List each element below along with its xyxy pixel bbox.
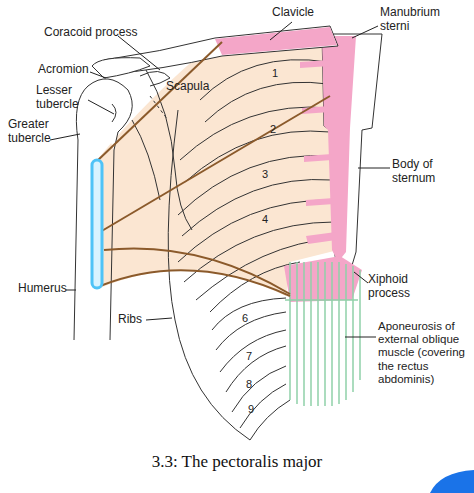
fibre: [359, 270, 361, 380]
leader-line: [146, 318, 172, 320]
humerus-shaft: [74, 140, 78, 340]
leader-line: [345, 337, 376, 338]
leader-line: [88, 100, 114, 114]
rib-number: 1: [272, 67, 286, 80]
coracoid-process: [140, 71, 170, 86]
rib: [220, 330, 286, 372]
part-name: Greater tubercle: [8, 118, 63, 146]
corner-mark: [430, 470, 474, 493]
rib: [250, 400, 290, 440]
part-name: Lesser tubercle: [36, 84, 91, 112]
aponeurosis-fibres: [285, 262, 360, 406]
leader-line: [358, 168, 390, 169]
rib: [182, 179, 332, 236]
rib-number: 3: [262, 168, 276, 181]
aponeurosis-origin: [284, 256, 362, 302]
humerus: [74, 79, 132, 340]
rib: [205, 82, 328, 122]
rib-cage-edge: [168, 110, 250, 440]
fibre: [285, 299, 358, 301]
insertion-mark: [92, 160, 102, 288]
scapula-outline: [132, 120, 160, 200]
part-name: Coracoid process: [44, 26, 164, 40]
ribs: [168, 60, 336, 440]
fibre: [331, 262, 333, 406]
part-name: Humerus: [18, 282, 88, 296]
fibre: [338, 262, 340, 404]
part-name: Clavicle: [272, 6, 352, 20]
muscle-border: [96, 42, 222, 162]
fibre: [310, 262, 312, 406]
rib: [180, 107, 330, 160]
leader-line: [50, 134, 80, 140]
fibre: [289, 262, 291, 400]
leader-line: [270, 22, 292, 40]
scapula-outline: [146, 70, 192, 230]
leader-line: [354, 272, 368, 283]
leader-line: [118, 36, 160, 70]
rib: [216, 312, 286, 350]
rib: [178, 200, 334, 262]
muscle-border: [100, 270, 290, 296]
pectoralis-muscle: [97, 36, 338, 296]
costal-origin: [300, 60, 336, 244]
rib-number: 9: [248, 403, 262, 416]
leader-line: [90, 72, 106, 78]
muscle-border: [100, 96, 330, 232]
rib: [178, 155, 332, 215]
sternal-origin: [322, 36, 356, 262]
rib-number: 6: [242, 312, 256, 325]
fibre: [345, 264, 347, 400]
humerus-shaft: [110, 150, 114, 340]
leader-lines: [50, 22, 390, 337]
leader-line: [66, 290, 76, 291]
figure-caption: 3.3: The pectoralis major: [40, 452, 434, 472]
part-name: Ribs: [118, 313, 168, 327]
rib-number: 4: [262, 213, 276, 226]
rib-number: 8: [246, 378, 260, 391]
fibre: [296, 262, 298, 404]
part-name: Body of sternum: [392, 158, 452, 186]
rib: [240, 384, 286, 428]
greater-tubercle: [76, 86, 88, 140]
rib-number: 2: [270, 123, 284, 136]
fibre: [303, 262, 305, 406]
fibre: [324, 262, 326, 406]
part-name: Manubrium sterni: [380, 6, 450, 34]
part-name: Scapula: [166, 80, 236, 94]
fibre: [317, 262, 319, 406]
part-name: Xiphoid process: [368, 273, 428, 301]
part-name: Acromion: [38, 63, 118, 77]
humeral-head: [88, 79, 132, 150]
leader-line: [352, 26, 378, 38]
part-name: Aponeurosis of external oblique muscle (…: [378, 320, 472, 386]
fibre: [352, 266, 354, 392]
clavicular-origin: [215, 27, 337, 55]
rib: [226, 346, 286, 392]
muscle-borders: [96, 42, 330, 296]
rib-number: 7: [246, 350, 260, 363]
